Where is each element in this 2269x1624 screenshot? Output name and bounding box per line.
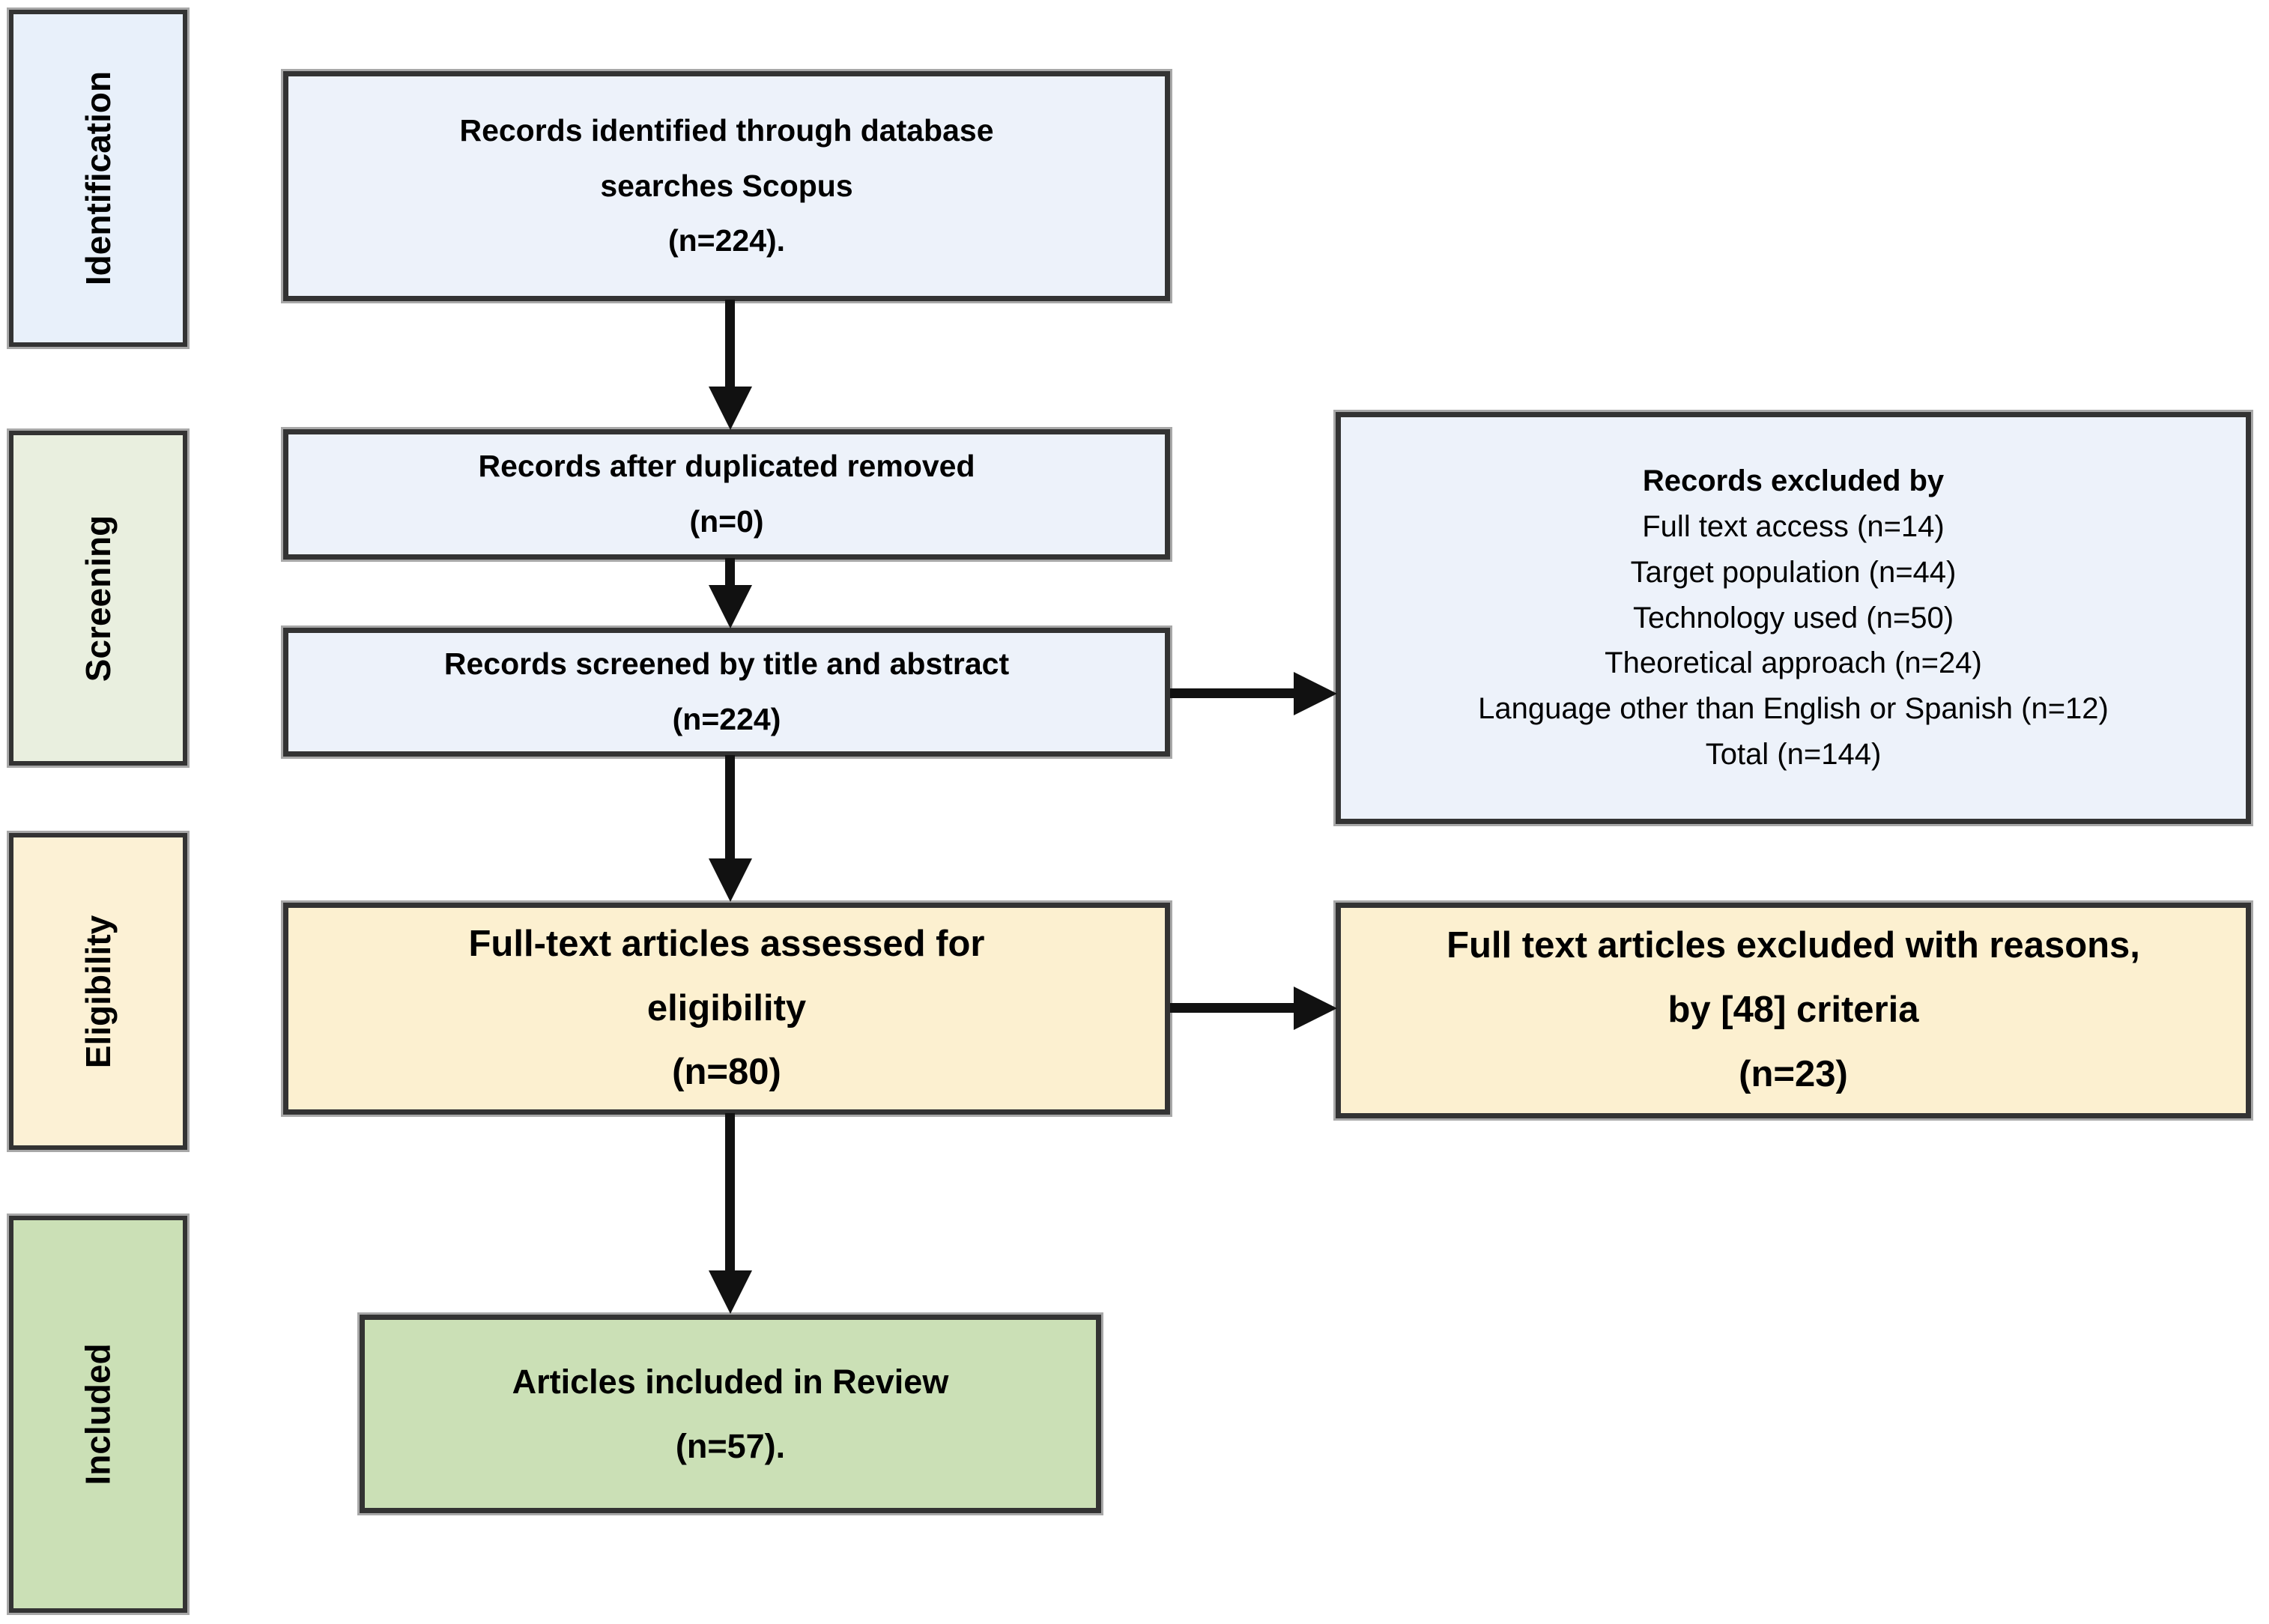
excluded-reason-full-text-access: Full text access (n=14) [1642, 510, 1945, 543]
box-fulltext-assessed-count: (n=80) [672, 1052, 781, 1093]
arrow-identified-to-deduplicated-shaft [725, 300, 735, 390]
arrow-fulltext-to-included-shaft [725, 1113, 735, 1272]
arrow-deduplicated-to-screened-head [709, 585, 752, 628]
stage-identification: Identification [9, 10, 187, 347]
box-fulltext-assessed-line2: eligibility [646, 987, 807, 1028]
excluded-reason-target-population: Target population (n=44) [1630, 555, 1957, 589]
box-records-identified-count: (n=224). [667, 223, 786, 258]
arrow-fulltext-to-excluded-shaft [1170, 1003, 1295, 1013]
box-records-deduplicated-line1: Records after duplicated removed [478, 449, 975, 484]
arrow-fulltext-to-included-head [709, 1270, 752, 1314]
arrow-fulltext-to-excluded-head [1294, 987, 1337, 1030]
box-records-excluded: Records excluded by Full text access (n=… [1336, 412, 2251, 824]
arrow-identified-to-deduplicated-head [709, 387, 752, 430]
box-records-identified-line2: searches Scopus [600, 168, 853, 203]
stage-eligibility-label: Eligibility [79, 915, 118, 1068]
box-articles-included: Articles included in Review (n=57). [360, 1315, 1101, 1513]
box-fulltext-assessed-line1: Full-text articles assessed for [468, 923, 985, 964]
arrow-screened-to-fulltext-shaft [725, 755, 735, 861]
stage-eligibility: Eligibility [9, 833, 187, 1150]
excluded-total: Total (n=144) [1705, 737, 1882, 771]
box-records-excluded-title: Records excluded by [1642, 464, 1945, 498]
excluded-reason-language: Language other than English or Spanish (… [1478, 692, 2109, 726]
box-articles-included-count: (n=57). [675, 1426, 786, 1465]
box-fulltext-excluded: Full text articles excluded with reasons… [1336, 903, 2251, 1118]
box-fulltext-assessed: Full-text articles assessed for eligibil… [283, 903, 1170, 1115]
box-records-deduplicated: Records after duplicated removed (n=0) [283, 429, 1170, 560]
box-fulltext-excluded-line2: by [48] criteria [1667, 990, 1919, 1031]
box-records-identified-line1: Records identified through database [459, 112, 994, 148]
box-records-screened: Records screened by title and abstract (… [283, 628, 1170, 757]
arrow-deduplicated-to-screened-shaft [725, 558, 735, 590]
stage-screening-label: Screening [78, 515, 118, 682]
stage-identification-label: Identification [79, 70, 118, 286]
box-records-deduplicated-count: (n=0) [689, 504, 764, 539]
box-fulltext-excluded-line1: Full text articles excluded with reasons… [1446, 925, 2140, 966]
excluded-reason-theoretical-approach: Theoretical approach (n=24) [1605, 646, 1982, 680]
excluded-reason-technology-used: Technology used (n=50) [1632, 601, 1954, 634]
box-fulltext-excluded-count: (n=23) [1739, 1053, 1848, 1094]
box-articles-included-line1: Articles included in Review [512, 1363, 949, 1401]
stage-screening: Screening [9, 431, 187, 766]
stage-included: Included [9, 1216, 187, 1613]
stage-included-label: Included [79, 1343, 118, 1485]
arrow-screened-to-excluded-head [1294, 672, 1337, 715]
box-records-screened-count: (n=224) [672, 702, 781, 736]
arrow-screened-to-fulltext-head [709, 858, 752, 902]
box-records-identified: Records identified through database sear… [283, 71, 1170, 301]
box-records-screened-line1: Records screened by title and abstract [443, 646, 1010, 682]
arrow-screened-to-excluded-shaft [1170, 688, 1295, 698]
